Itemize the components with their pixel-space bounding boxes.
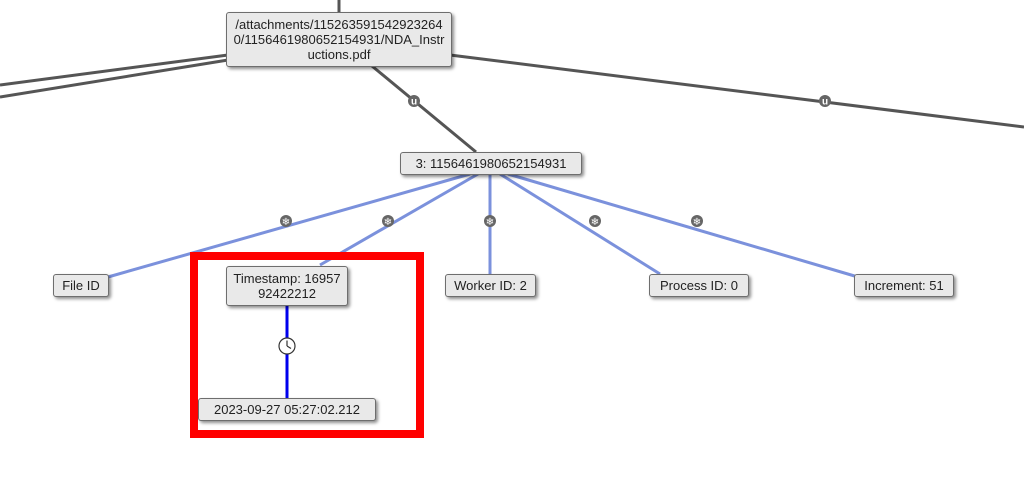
increment-label: Increment: 51 [864,278,944,293]
root-attachment-node[interactable]: /attachments/1152635915429232640/1156461… [226,12,452,67]
edge-snowflake-increment [507,172,859,279]
svg-text:❄: ❄ [282,217,290,228]
process-id-label: Process ID: 0 [659,278,739,293]
edge-label-url-part-1: u [408,95,420,108]
timestamp-node[interactable]: Timestamp: 1695792422212 [226,266,348,306]
worker-id-node[interactable]: Worker ID: 2 [445,274,536,297]
snowflake-node[interactable]: 3: 1156461980652154931 [400,152,582,175]
edge-root-snowflake [371,64,477,154]
edge-root-left-2 [0,58,229,99]
worker-id-label: Worker ID: 2 [454,278,527,293]
clock-icon [278,337,296,355]
svg-text:❄: ❄ [693,217,701,228]
root-attachment-label: /attachments/1152635915429232640/1156461… [233,17,445,62]
snowflake-icon: ❄ [484,215,496,228]
edge-snowflake-process [499,172,661,276]
svg-text:❄: ❄ [384,217,392,228]
process-id-node[interactable]: Process ID: 0 [649,274,749,297]
highlight-box [190,252,424,438]
svg-text:u: u [411,97,417,108]
snowflake-icon: ❄ [382,215,394,228]
increment-node[interactable]: Increment: 51 [854,274,954,297]
edge-root-right [449,53,1024,129]
timestamp-label: Timestamp: 1695792422212 [233,271,341,301]
snowflake-node-label: 3: 1156461980652154931 [415,156,567,171]
snowflake-icon: ❄ [589,215,601,228]
file-id-label: File ID [62,278,100,293]
datetime-label: 2023-09-27 05:27:02.212 [213,402,360,417]
svg-text:u: u [822,97,828,108]
file-id-node[interactable]: File ID [53,274,109,297]
edge-snowflake-timestamp [319,172,479,267]
edge-label-url-part-2: u [819,95,831,108]
edge-root-left-1 [0,53,229,87]
svg-text:❄: ❄ [591,217,599,228]
datetime-node[interactable]: 2023-09-27 05:27:02.212 [198,398,376,421]
snowflake-icon: ❄ [691,215,703,228]
svg-text:❄: ❄ [486,217,494,228]
snowflake-icon: ❄ [280,215,292,228]
